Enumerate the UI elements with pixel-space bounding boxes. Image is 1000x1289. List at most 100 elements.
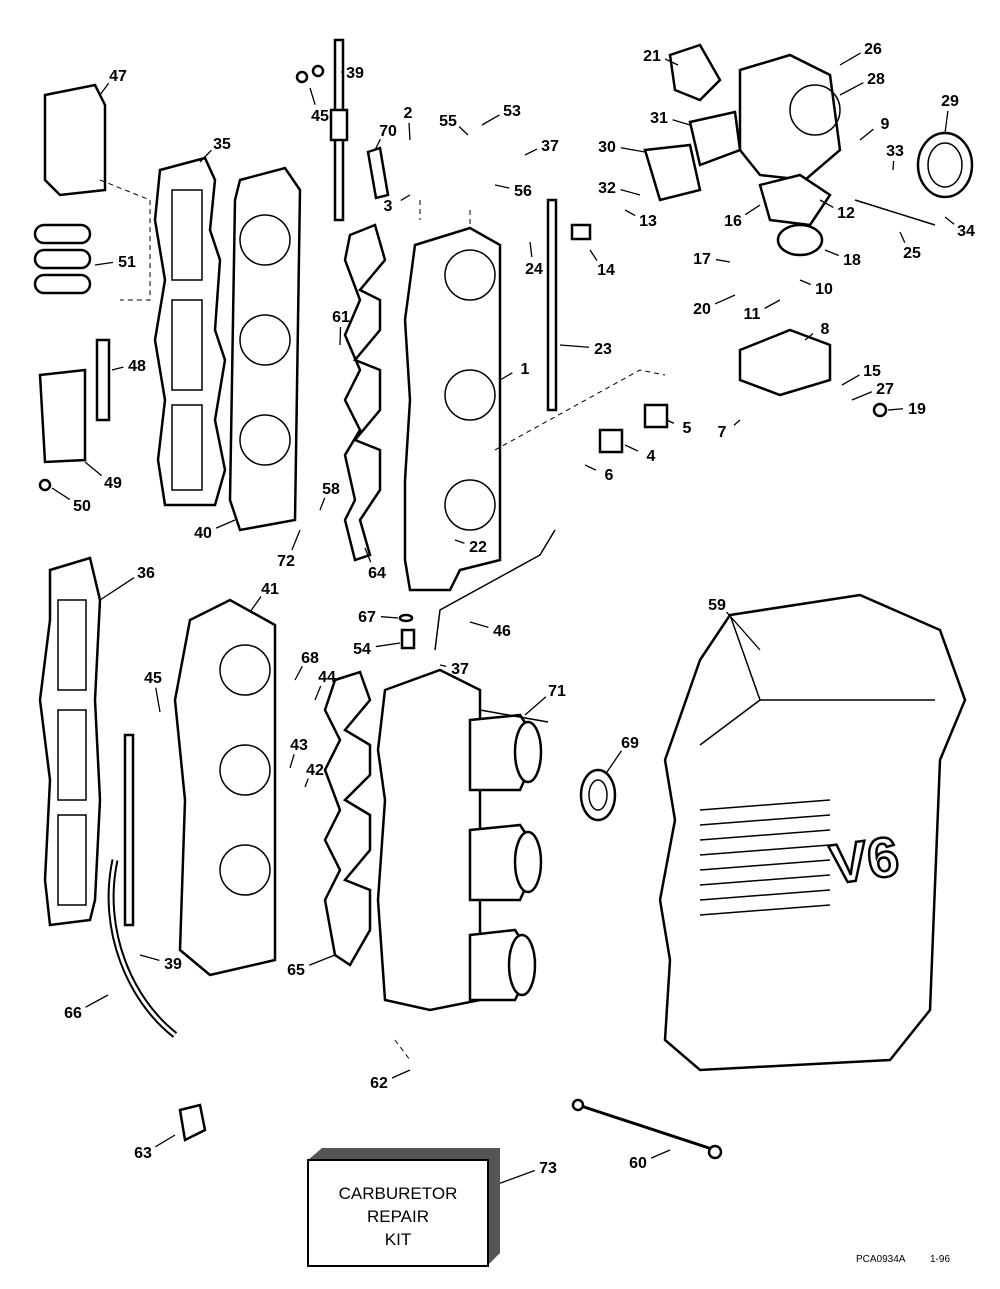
leader-line-5 xyxy=(666,419,675,424)
leader-line-54 xyxy=(375,642,401,648)
part-screw-25 xyxy=(854,199,936,226)
leader-line-14 xyxy=(589,249,598,261)
part-linkage-rod-23 xyxy=(546,198,558,412)
callout-32: 32 xyxy=(598,180,616,197)
leader-line-64 xyxy=(364,547,372,563)
callout-56: 56 xyxy=(514,183,532,200)
leader-line-4 xyxy=(624,444,639,452)
callout-35: 35 xyxy=(213,136,231,153)
callout-44: 44 xyxy=(318,669,336,686)
callout-71: 71 xyxy=(548,683,566,700)
leader-line-42 xyxy=(304,778,309,788)
callout-70: 70 xyxy=(379,123,397,140)
leader-line-12 xyxy=(819,199,834,208)
callout-30: 30 xyxy=(598,139,616,156)
callout-43: 43 xyxy=(290,737,308,754)
callout-45: 45 xyxy=(144,670,162,687)
callout-67: 67 xyxy=(358,609,376,626)
part-clip-14 xyxy=(570,223,592,241)
callout-20: 20 xyxy=(693,301,711,318)
part-reed-cover xyxy=(43,83,107,197)
parts-drawing: V6 xyxy=(33,38,974,1160)
leader-line-10 xyxy=(799,279,811,286)
leader-line-66 xyxy=(85,994,109,1008)
leader-line-51 xyxy=(94,261,114,266)
callout-37: 37 xyxy=(541,138,559,155)
callout-9: 9 xyxy=(881,116,890,133)
callout-31: 31 xyxy=(650,110,668,127)
callout-34: 34 xyxy=(957,223,975,240)
callout-39: 39 xyxy=(346,65,364,82)
callout-28: 28 xyxy=(867,71,885,88)
callout-49: 49 xyxy=(104,475,122,492)
callout-65: 65 xyxy=(287,962,305,979)
callout-10: 10 xyxy=(815,281,833,298)
callout-11: 11 xyxy=(744,306,761,323)
leader-line-68 xyxy=(294,665,303,681)
leader-line-46 xyxy=(469,621,489,628)
callout-59: 59 xyxy=(708,597,726,614)
leader-line-44 xyxy=(314,685,322,701)
part-gasket-36 xyxy=(38,556,102,927)
leader-line-16 xyxy=(744,204,761,216)
part-gasket-64 xyxy=(343,223,387,562)
leader-line-15 xyxy=(841,374,860,386)
callout-13: 13 xyxy=(639,213,657,230)
leader-line-63 xyxy=(155,1134,176,1148)
leader-line-40 xyxy=(215,519,236,529)
leader-line-69 xyxy=(606,750,623,773)
leader-line-55 xyxy=(458,126,469,136)
callout-19: 19 xyxy=(908,401,926,418)
leader-line-72 xyxy=(291,529,301,551)
leader-line-2 xyxy=(408,122,411,141)
callout-40: 40 xyxy=(194,525,212,542)
callout-72: 72 xyxy=(277,553,295,570)
callout-12: 12 xyxy=(837,205,855,222)
carburetor-repair-kit-box: CARBURETOR REPAIR KIT xyxy=(307,1148,500,1267)
leader-line-47 xyxy=(99,82,110,96)
callout-50: 50 xyxy=(73,498,91,515)
part-plate-4 xyxy=(598,428,624,454)
part-float-18 xyxy=(776,223,824,257)
leader-line-9 xyxy=(859,128,874,141)
callout-66: 66 xyxy=(64,1005,82,1022)
part-intake-manifold-40 xyxy=(228,166,302,532)
callout-2: 2 xyxy=(404,105,413,122)
part-gasket-30 xyxy=(643,143,702,202)
callout-63: 63 xyxy=(134,1145,152,1162)
leader-line-65 xyxy=(308,954,336,966)
callout-29: 29 xyxy=(941,93,959,110)
callout-55: 55 xyxy=(439,113,457,130)
callout-26: 26 xyxy=(864,41,882,58)
drawing-code: PCA0934A xyxy=(856,1254,906,1265)
part-plug-19 xyxy=(872,402,888,418)
kit-line-1: CARBURETOR xyxy=(339,1184,458,1203)
cover-ribs xyxy=(699,799,831,916)
callout-58: 58 xyxy=(322,481,340,498)
callout-46: 46 xyxy=(493,623,511,640)
leader-line-71 xyxy=(524,696,547,716)
part-float-bowl-8 xyxy=(738,328,832,397)
leader-line-60 xyxy=(650,1149,671,1159)
callout-42: 42 xyxy=(306,762,324,779)
part-carburetor-assembly xyxy=(376,668,482,1012)
callout-68: 68 xyxy=(301,650,319,667)
callout-3: 3 xyxy=(384,198,393,215)
leader-line-50 xyxy=(51,487,71,501)
part-seal-69 xyxy=(579,768,617,822)
leader-line-39 xyxy=(139,954,160,962)
callout-48: 48 xyxy=(128,358,146,375)
leader-line-3 xyxy=(400,194,411,202)
callout-8: 8 xyxy=(821,321,830,338)
part-reed-stop xyxy=(95,338,111,422)
callout-64: 64 xyxy=(368,565,386,582)
leader-line-26 xyxy=(839,52,861,66)
leader-line-32 xyxy=(620,188,641,196)
leader-line-8 xyxy=(804,333,814,341)
callout-23: 23 xyxy=(594,341,612,358)
leader-line-17 xyxy=(715,258,731,263)
callout-5: 5 xyxy=(683,420,692,437)
callout-62: 62 xyxy=(370,1075,388,1092)
leader-line-58 xyxy=(319,497,326,511)
